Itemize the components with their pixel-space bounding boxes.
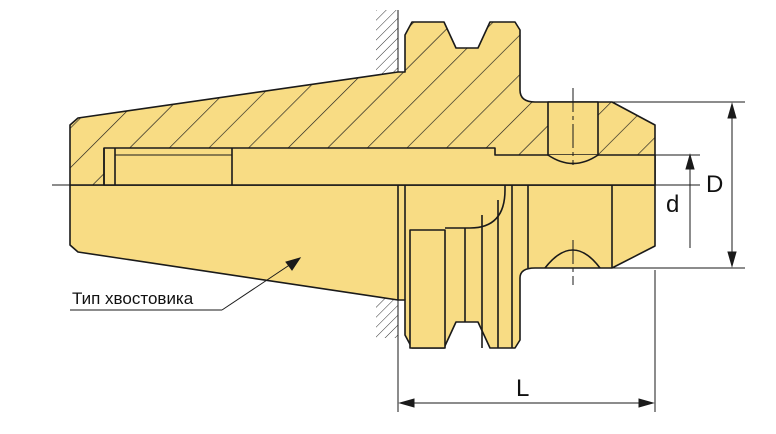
label-shank-type: Тип хвостовика [72, 289, 194, 308]
label-D: D [706, 171, 723, 198]
body-lower [69, 184, 656, 349]
label-L: L [516, 375, 529, 402]
dimensions [70, 101, 745, 412]
label-d: d [666, 191, 679, 218]
body-upper-section [69, 21, 656, 186]
centerlines [52, 88, 668, 285]
leader-line [221, 257, 301, 311]
